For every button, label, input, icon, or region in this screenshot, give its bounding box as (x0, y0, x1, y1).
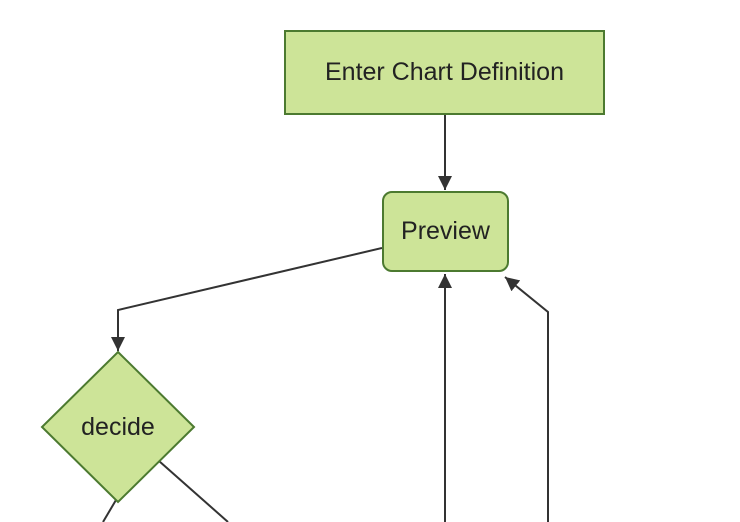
node-enter-chart-definition: Enter Chart Definition (284, 30, 605, 115)
node-decide-label: decide (81, 413, 155, 441)
node-enter-chart-definition-label: Enter Chart Definition (324, 58, 564, 86)
node-decide: decide (38, 412, 198, 443)
node-preview-label: Preview (401, 217, 490, 245)
node-decide-shape (40, 350, 196, 504)
edge-offscreen-to-preview-corner (504, 276, 549, 522)
node-preview: Preview (382, 191, 509, 272)
edge-decide-to-offscreen-left (102, 499, 117, 522)
edge-preview-to-decide (111, 247, 383, 351)
edge-decide-to-offscreen-right (158, 460, 229, 522)
